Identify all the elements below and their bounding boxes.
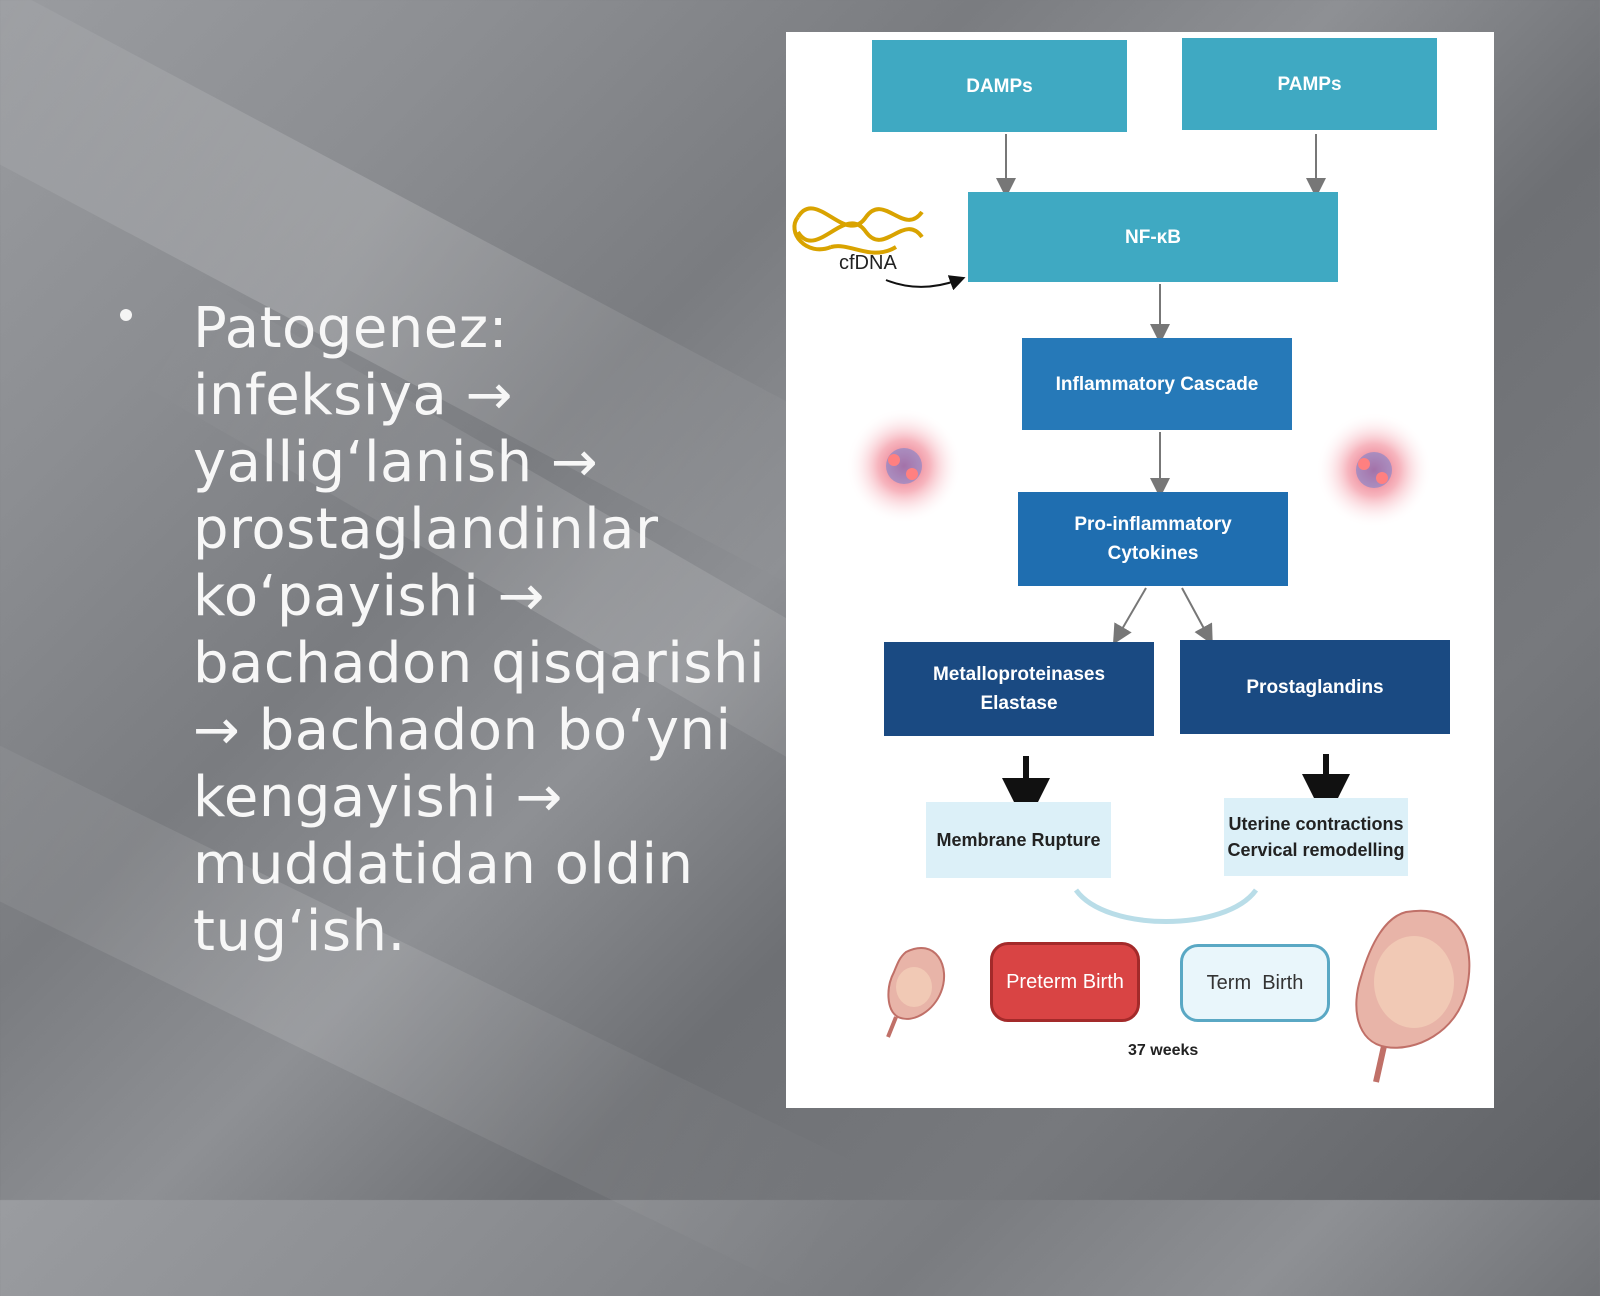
damps-label: DAMPs bbox=[966, 75, 1033, 97]
damps-box: DAMPs bbox=[872, 40, 1127, 132]
weeks-label: 37 weeks bbox=[1128, 1042, 1199, 1059]
mmp-label-line1: Metalloproteinases bbox=[932, 664, 1106, 685]
mmp-label-line2: Elastase bbox=[980, 693, 1058, 714]
cytokines-label-line2: Cytokines bbox=[1107, 543, 1199, 564]
term-birth-label: Term Birth bbox=[1206, 971, 1304, 994]
inflammatory-cascade-label: Inflammatory Cascade bbox=[1055, 373, 1259, 395]
preterm-birth-label: Preterm Birth bbox=[1006, 970, 1124, 993]
small-uterus-icon bbox=[886, 947, 946, 1038]
inflammatory-cell-icon bbox=[846, 408, 962, 524]
membrane-rupture-box: Membrane Rupture bbox=[926, 802, 1111, 878]
inflammatory-cell-icon bbox=[1316, 412, 1432, 528]
prostaglandins-box: Prostaglandins bbox=[1180, 640, 1450, 734]
bullet-dot bbox=[120, 309, 132, 321]
outcome-curve bbox=[1073, 888, 1259, 924]
cytokines-label-line1: Pro-inflammatory bbox=[1074, 514, 1232, 535]
arrow-cytokines-mmp bbox=[1112, 587, 1147, 645]
inflammatory-cascade-box: Inflammatory Cascade bbox=[1022, 338, 1292, 430]
uterine-contractions-box: Uterine contractions Cervical remodellin… bbox=[1224, 798, 1408, 876]
pamps-label: PAMPs bbox=[1277, 73, 1342, 95]
uterine-label-line1: Uterine contractions bbox=[1228, 814, 1404, 834]
diagram-connectors bbox=[792, 134, 1471, 1083]
nfkb-box: NF-κB bbox=[968, 192, 1338, 282]
arrow-cfdna-nfkb bbox=[885, 275, 966, 291]
bullet-text: Patogenez: infeksiya → yallig‘lanish → p… bbox=[193, 296, 766, 964]
cfdna-label: cfDNA bbox=[839, 252, 897, 274]
metalloproteinases-box: Metalloproteinases Elastase bbox=[884, 642, 1154, 736]
pamps-box: PAMPs bbox=[1182, 38, 1437, 130]
membrane-rupture-label: Membrane Rupture bbox=[936, 830, 1101, 850]
term-birth-pill: Term Birth bbox=[1180, 944, 1330, 1022]
pathogenesis-diagram: DAMPs PAMPs NF-κB cfDNA Inflammatory Cas… bbox=[786, 32, 1494, 1108]
dna-helix-icon bbox=[792, 206, 924, 255]
prostaglandins-label: Prostaglandins bbox=[1246, 676, 1384, 698]
preterm-birth-pill: Preterm Birth bbox=[990, 942, 1140, 1022]
uterine-label-line2: Cervical remodelling bbox=[1227, 840, 1405, 860]
cytokines-box: Pro-inflammatory Cytokines bbox=[1018, 492, 1288, 586]
arrow-cytokines-prostaglandins bbox=[1181, 587, 1213, 645]
large-uterus-icon bbox=[1355, 909, 1471, 1083]
nfkb-label: NF-κB bbox=[1125, 226, 1181, 248]
